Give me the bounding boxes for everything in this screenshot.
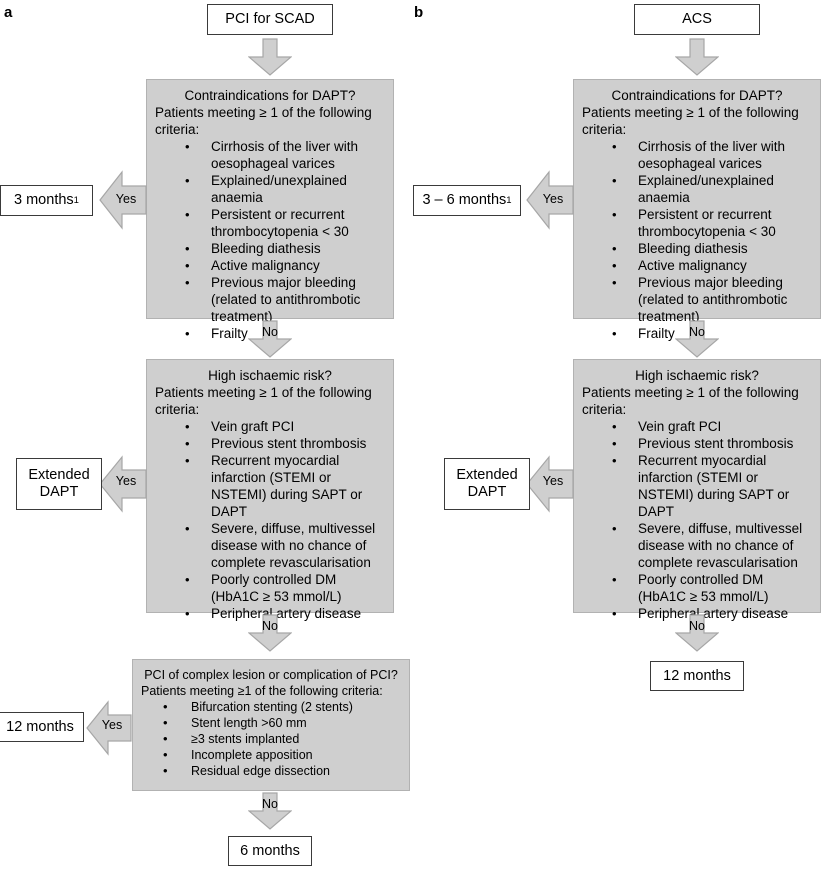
list-item: Recurrent myocardial infarction (STEMI o… xyxy=(612,452,812,520)
arrow-left-a3-yes xyxy=(86,700,132,756)
outcome-box-a-extended-dapt[interactable]: Extended DAPT xyxy=(16,458,102,510)
list-item: Previous stent thrombosis xyxy=(612,435,812,452)
decision-a2-title: High ischaemic risk? xyxy=(208,368,332,383)
outcome-a-extended-dapt-line1: Extended xyxy=(28,467,90,483)
list-item: Incomplete apposition xyxy=(163,747,401,763)
list-item: Severe, diffuse, multivessel disease wit… xyxy=(612,520,812,571)
decision-a1-title: Contraindications for DAPT? xyxy=(184,88,356,103)
start-box-b-label: ACS xyxy=(682,11,712,27)
list-item: Cirrhosis of the liver with oesophageal … xyxy=(612,138,812,172)
list-item: Poorly controlled DM (HbA1C ≥ 53 mmol/L) xyxy=(185,571,385,605)
arrow-down-b1-no xyxy=(675,320,719,358)
panel-label-a: a xyxy=(4,4,13,21)
arrow-left-b2-yes xyxy=(526,455,574,513)
list-item: Poorly controlled DM (HbA1C ≥ 53 mmol/L) xyxy=(612,571,812,605)
arrow-down-b-start xyxy=(675,38,719,76)
list-item: Persistent or recurrent thrombocytopenia… xyxy=(185,206,385,240)
list-item: Bleeding diathesis xyxy=(185,240,385,257)
list-item: Bleeding diathesis xyxy=(612,240,812,257)
decision-b1-title: Contraindications for DAPT? xyxy=(611,88,783,103)
panel-label-b: b xyxy=(414,4,424,21)
list-item: Frailty xyxy=(185,325,385,342)
outcome-box-a-12-months[interactable]: 12 months xyxy=(0,712,84,742)
outcome-b-extended-dapt-line1: Extended xyxy=(456,467,518,483)
list-item: Previous major bleeding (related to anti… xyxy=(185,274,385,325)
list-item: Previous major bleeding (related to anti… xyxy=(612,274,812,325)
start-box-pci-for-scad[interactable]: PCI for SCAD xyxy=(207,4,333,35)
arrow-left-a1-yes xyxy=(99,170,147,230)
list-item: Previous stent thrombosis xyxy=(185,435,385,452)
list-item: Active malignancy xyxy=(612,257,812,274)
list-item: Severe, diffuse, multivessel disease wit… xyxy=(185,520,385,571)
arrow-down-a-start xyxy=(248,38,292,76)
decision-a1-criteria-list: Cirrhosis of the liver with oesophageal … xyxy=(155,138,385,342)
final-outcome-box-b-12-months[interactable]: 12 months xyxy=(650,661,744,691)
decision-b1-lead: Patients meeting ≥ 1 of the following cr… xyxy=(582,105,799,137)
decision-a3-title: PCI of complex lesion or complication of… xyxy=(144,668,398,682)
list-item: Frailty xyxy=(612,325,812,342)
list-item: Persistent or recurrent thrombocytopenia… xyxy=(612,206,812,240)
decision-a3-lead: Patients meeting ≥1 of the following cri… xyxy=(141,684,383,698)
decision-a3-criteria-list: Bifurcation stenting (2 stents) Stent le… xyxy=(141,699,401,779)
arrow-down-a2-no xyxy=(248,614,292,652)
list-item: Stent length >60 mm xyxy=(163,715,401,731)
list-item: ≥3 stents implanted xyxy=(163,731,401,747)
decision-a2-lead: Patients meeting ≥ 1 of the following cr… xyxy=(155,385,372,417)
final-outcome-box-a-6-months[interactable]: 6 months xyxy=(228,836,312,866)
list-item: Residual edge dissection xyxy=(163,763,401,779)
arrow-left-a2-yes xyxy=(99,455,147,513)
decision-box-a-contraindications[interactable]: Contraindications for DAPT? Patients mee… xyxy=(146,79,394,342)
list-item: Active malignancy xyxy=(185,257,385,274)
list-item: Vein graft PCI xyxy=(612,418,812,435)
arrow-down-a1-no xyxy=(248,320,292,358)
list-item: Recurrent myocardial infarction (STEMI o… xyxy=(185,452,385,520)
final-outcome-b-label: 12 months xyxy=(663,667,731,684)
outcome-box-b-extended-dapt[interactable]: Extended DAPT xyxy=(444,458,530,510)
decision-box-a-complex-lesion[interactable]: PCI of complex lesion or complication of… xyxy=(132,659,410,791)
start-box-acs[interactable]: ACS xyxy=(634,4,760,35)
decision-box-b-high-ischaemic-risk[interactable]: High ischaemic risk? Patients meeting ≥ … xyxy=(573,359,821,622)
list-item: Peripheral artery disease xyxy=(612,605,812,622)
final-outcome-a-label: 6 months xyxy=(240,842,300,859)
decision-box-a-high-ischaemic-risk[interactable]: High ischaemic risk? Patients meeting ≥ … xyxy=(146,359,394,622)
outcome-b-3-6-months-label: 3 – 6 months xyxy=(422,192,507,208)
list-item: Peripheral artery disease xyxy=(185,605,385,622)
list-item: Vein graft PCI xyxy=(185,418,385,435)
arrow-left-b1-yes xyxy=(526,170,574,230)
outcome-b-extended-dapt-line2: DAPT xyxy=(467,484,507,500)
decision-b2-lead: Patients meeting ≥ 1 of the following cr… xyxy=(582,385,799,417)
decision-box-b-contraindications[interactable]: Contraindications for DAPT? Patients mee… xyxy=(573,79,821,342)
list-item: Explained/unexplained anaemia xyxy=(185,172,385,206)
decision-b2-title: High ischaemic risk? xyxy=(635,368,759,383)
list-item: Explained/unexplained anaemia xyxy=(612,172,812,206)
outcome-a-extended-dapt-line2: DAPT xyxy=(39,484,79,500)
list-item: Cirrhosis of the liver with oesophageal … xyxy=(185,138,385,172)
arrow-down-b2-no xyxy=(675,614,719,652)
decision-a1-lead: Patients meeting ≥ 1 of the following cr… xyxy=(155,105,372,137)
start-box-a-label: PCI for SCAD xyxy=(225,11,315,27)
arrow-down-a3-no xyxy=(248,792,292,830)
outcome-a-12-months-label: 12 months xyxy=(6,718,74,735)
decision-b1-criteria-list: Cirrhosis of the liver with oesophageal … xyxy=(582,138,812,342)
outcome-a-3-months-label: 3 months xyxy=(14,192,74,208)
decision-b2-criteria-list: Vein graft PCI Previous stent thrombosis… xyxy=(582,418,812,622)
list-item: Bifurcation stenting (2 stents) xyxy=(163,699,401,715)
decision-a2-criteria-list: Vein graft PCI Previous stent thrombosis… xyxy=(155,418,385,622)
